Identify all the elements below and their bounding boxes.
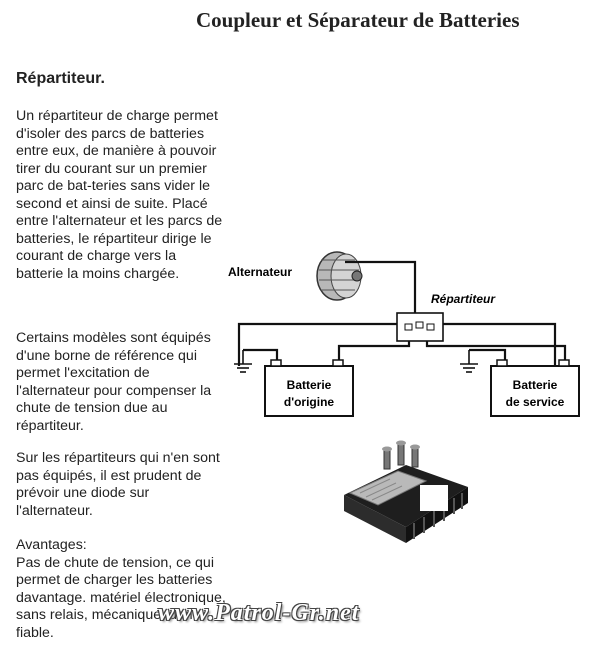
- battery-origin-label-line2: d'origine: [284, 395, 335, 409]
- paragraph-advantages: Avantages: Pas de chute de tension, ce q…: [16, 537, 226, 641]
- battery-origin: Batterie d'origine: [264, 359, 354, 417]
- wiring-diagram: Alternateur Répartiteur Batterie d'origi…: [228, 251, 580, 417]
- paragraph-reference-terminal: Certains modèles sont équipés d'une born…: [16, 330, 212, 434]
- battery-origin-label-line1: Batterie: [287, 378, 332, 392]
- wiring-lines: [237, 260, 567, 366]
- battery-service: Batterie de service: [490, 359, 580, 417]
- splitter-device-photo: [344, 440, 468, 543]
- alternator-label: Alternateur: [228, 265, 292, 279]
- page-title: Coupleur et Séparateur de Batteries: [196, 8, 520, 32]
- ground-icon: [234, 350, 252, 373]
- splitter-label: Répartiteur: [431, 292, 496, 306]
- battery-service-label-line2: de service: [506, 395, 565, 409]
- alternator-icon: [316, 251, 363, 301]
- watermark: www.Patrol-Gr.net: [158, 600, 360, 626]
- section-heading: Répartiteur.: [16, 70, 105, 87]
- paragraph-diode: Sur les répartiteurs qui n'en sont pas é…: [16, 450, 220, 519]
- paragraph-intro: Un répartiteur de charge permet d'isoler…: [16, 108, 223, 282]
- battery-service-label-line1: Batterie: [513, 378, 558, 392]
- ground-icon: [460, 350, 478, 373]
